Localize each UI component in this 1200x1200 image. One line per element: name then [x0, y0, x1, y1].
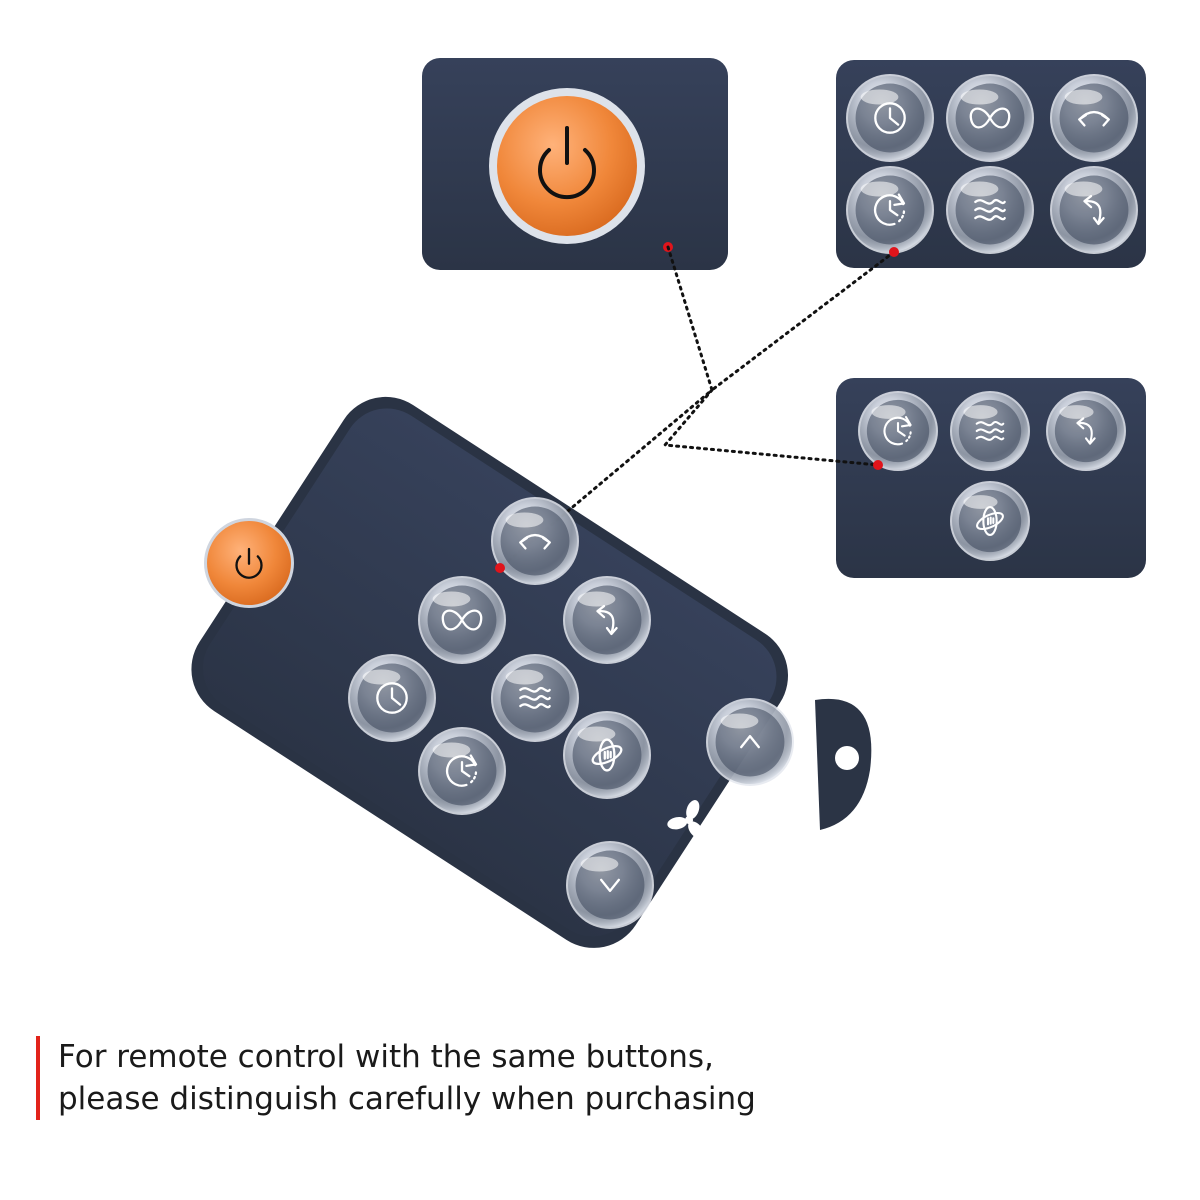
- fan-icon: [667, 800, 704, 839]
- wind-button[interactable]: [491, 654, 579, 742]
- power-detail-panel: [422, 58, 728, 270]
- detail-orbit-button[interactable]: [950, 481, 1030, 561]
- oscillate-vertical-button[interactable]: [491, 497, 579, 585]
- timer-off-button[interactable]: [418, 727, 506, 815]
- wave-icon: [519, 686, 551, 709]
- detail-clock-dotted-button[interactable]: [846, 166, 934, 254]
- orbit-icon: [976, 505, 1004, 537]
- infinity-icon: [969, 107, 1011, 129]
- rotate-arrow-icon: [1076, 417, 1096, 445]
- detail-clock-button[interactable]: [846, 74, 934, 162]
- orbit-icon: [591, 738, 623, 772]
- power-icon: [235, 547, 263, 579]
- wave-icon: [975, 420, 1005, 441]
- curved-arrow-icon: [519, 533, 551, 550]
- marker-dot: [889, 247, 899, 257]
- keyring-tab: [815, 698, 872, 830]
- detail-wave-button[interactable]: [950, 391, 1030, 471]
- swing-button[interactable]: [563, 576, 651, 664]
- detail-curved-arrow-button[interactable]: [1050, 74, 1138, 162]
- speed-down-button[interactable]: [566, 841, 654, 929]
- detail-rotate-arrow-button[interactable]: [1046, 391, 1126, 471]
- wave-icon: [974, 198, 1006, 221]
- detail-wave-button[interactable]: [946, 166, 1034, 254]
- infinity-icon: [441, 609, 483, 631]
- power-button-enlarged: [489, 88, 645, 244]
- marker-dot: [873, 460, 883, 470]
- clock-icon: [874, 102, 906, 134]
- clock-dotted-icon: [445, 754, 478, 787]
- power-icon: [538, 126, 596, 200]
- power-button[interactable]: [204, 518, 294, 608]
- remote-face: [202, 408, 777, 937]
- rotate-arrow-icon: [596, 604, 618, 636]
- timer-button[interactable]: [348, 654, 436, 742]
- keyring-hole: [835, 746, 859, 770]
- caption: For remote control with the same buttons…: [36, 1036, 756, 1120]
- remote-control: [191, 396, 872, 948]
- chevron-down-icon: [600, 878, 620, 893]
- leader-lines: [498, 245, 896, 570]
- clock-icon: [376, 682, 408, 714]
- chevron-up-icon: [740, 734, 760, 749]
- clock-dotted-icon: [883, 415, 912, 446]
- detail-clock-dotted-button[interactable]: [858, 391, 938, 471]
- caption-line-2: please distinguish carefully when purcha…: [58, 1081, 756, 1117]
- rotate-3d-button[interactable]: [563, 711, 651, 799]
- clock-dotted-icon: [873, 193, 906, 226]
- detail-rotate-arrow-button[interactable]: [1050, 166, 1138, 254]
- marker-dot: [495, 563, 505, 573]
- rotate-arrow-icon: [1083, 194, 1105, 226]
- mode-button[interactable]: [418, 576, 506, 664]
- caption-line-1: For remote control with the same buttons…: [58, 1039, 714, 1075]
- speed-up-button[interactable]: [706, 698, 794, 786]
- detail-infinity-button[interactable]: [946, 74, 1034, 162]
- curved-arrow-icon: [1078, 110, 1110, 127]
